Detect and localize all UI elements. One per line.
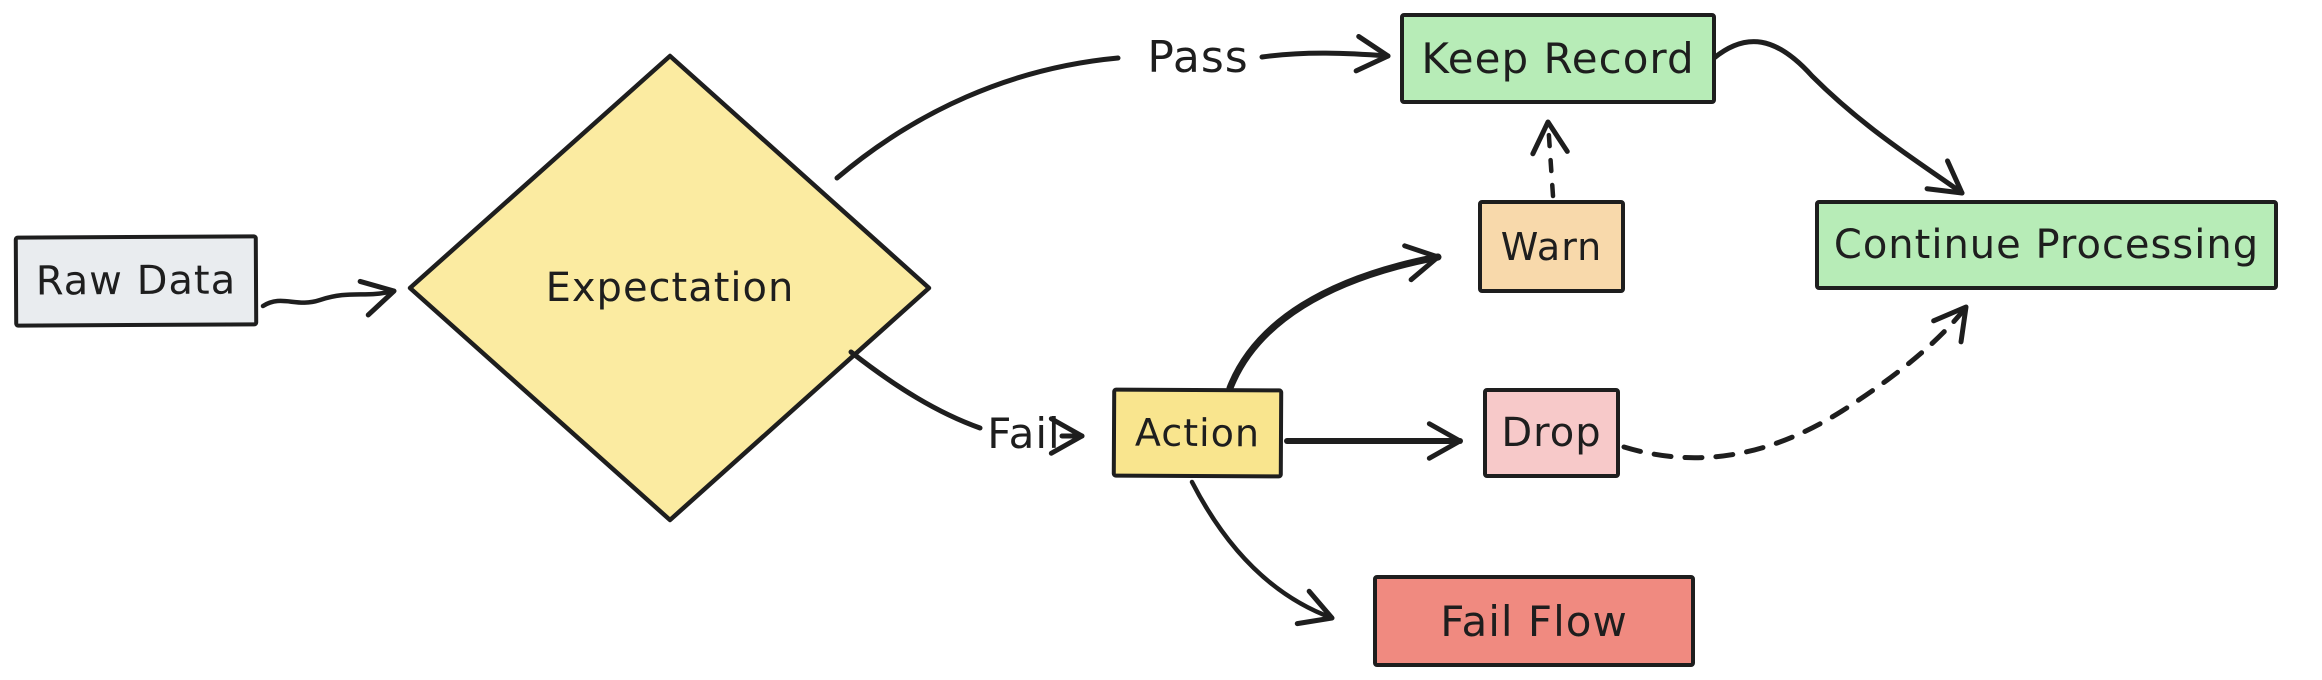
node-continue-processing: Continue Processing xyxy=(1815,200,2278,290)
edge-warn-to-keeprecord-dashed xyxy=(1530,119,1570,199)
edge-keeprecord-to-continue xyxy=(1711,39,1965,196)
edge-expectation-to-pass-label xyxy=(834,55,1121,181)
edge-label-fail: Fail xyxy=(987,408,1061,458)
node-fail-flow: Fail Flow xyxy=(1373,575,1695,667)
edge-action-to-failflow xyxy=(1189,479,1335,627)
node-raw-data: Raw Data xyxy=(13,234,259,328)
edge-pass-label-to-keeprecord xyxy=(1259,34,1391,74)
edge-action-to-warn xyxy=(1226,243,1442,392)
node-warn: Warn xyxy=(1478,200,1625,293)
node-drop: Drop xyxy=(1483,388,1620,478)
edge-rawdata-to-expectation xyxy=(260,278,397,318)
edge-drop-to-continue-dashed xyxy=(1621,304,1969,461)
node-action: Action xyxy=(1111,387,1284,479)
expectation-diamond-shape xyxy=(407,53,932,523)
edge-expectation-to-fail-label xyxy=(848,349,983,431)
node-keep-record: Keep Record xyxy=(1400,13,1716,104)
node-expectation-label: Expectation xyxy=(545,265,795,311)
edge-label-pass: Pass xyxy=(1147,31,1249,83)
